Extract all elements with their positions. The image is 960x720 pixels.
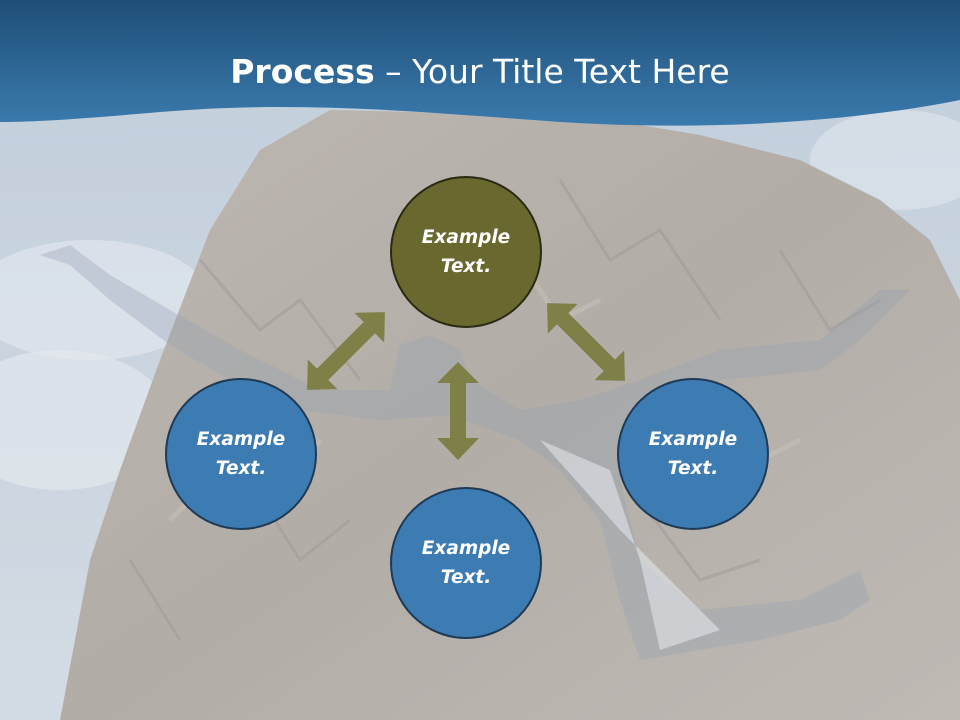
jumping-person xyxy=(40,245,910,660)
rock-cracks xyxy=(128,179,881,641)
step-label-line2: Text. xyxy=(215,458,267,479)
arrow-top-right xyxy=(547,303,625,381)
arrow-top-left xyxy=(307,312,385,390)
process-step-left: Example Text. xyxy=(165,378,317,530)
step-label-line2: Text. xyxy=(667,458,719,479)
step-label-line1: Example xyxy=(421,227,511,248)
shorts xyxy=(540,440,720,650)
step-label-line2: Text. xyxy=(440,256,492,277)
step-label-line1: Example xyxy=(421,538,511,559)
title-rest: – Your Title Text Here xyxy=(374,52,730,91)
step-label-line1: Example xyxy=(648,429,738,450)
step-label-line2: Text. xyxy=(440,567,492,588)
process-step-top: Example Text. xyxy=(390,176,542,328)
arrow-top-bottom xyxy=(437,362,479,460)
title-bold: Process xyxy=(230,52,375,91)
slide-title: Process – Your Title Text Here xyxy=(0,52,960,91)
header-band xyxy=(0,0,960,126)
process-step-right: Example Text. xyxy=(617,378,769,530)
step-label-line1: Example xyxy=(196,429,286,450)
cloud xyxy=(0,240,210,360)
process-step-bottom: Example Text. xyxy=(390,487,542,639)
